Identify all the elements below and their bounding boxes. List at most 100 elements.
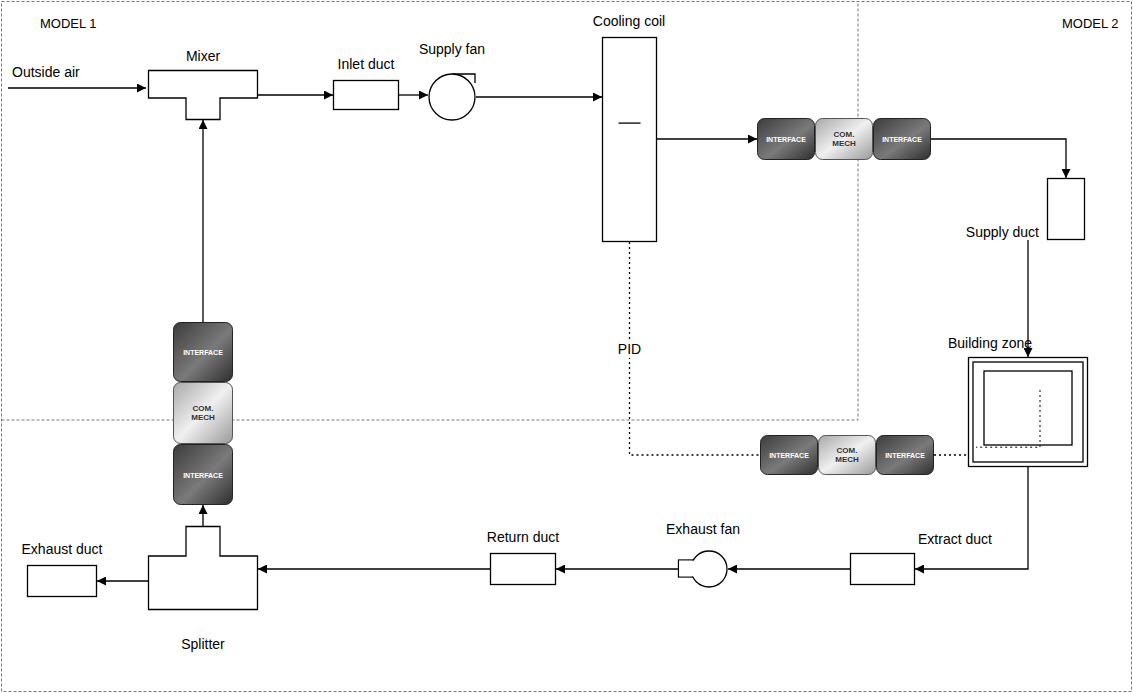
edge-label: PID: [615, 340, 644, 358]
airflow-arrow: [556, 568, 678, 569]
zone-room: [984, 371, 1072, 445]
splitter: Splitter: [148, 526, 258, 610]
fan-outline: [691, 551, 727, 587]
piece-label: INTERFACE: [183, 470, 223, 479]
fan-outlet: [679, 560, 695, 577]
connector-layer: [97, 95, 1066, 581]
airflow-arrow: [915, 467, 1028, 569]
return-duct: Return duct: [490, 553, 556, 585]
com-mech-piece: [819, 436, 876, 475]
interface-piece: [758, 119, 815, 160]
airflow-arrow: [258, 94, 333, 95]
com-mech-piece: COM. MECH: [818, 435, 876, 475]
cooling-coil: Cooling coil: [602, 37, 657, 242]
component-label: Extract duct: [918, 531, 992, 547]
piece-label: INTERFACE: [766, 135, 806, 144]
duct-outline: [334, 81, 399, 110]
signal-line: [630, 242, 761, 455]
interface-piece: [174, 445, 233, 505]
supply-fan-shape: [428, 73, 476, 121]
component-label: Cooling coil: [593, 13, 665, 29]
airflow-arrow: [202, 505, 203, 526]
component-label: Supply fan: [419, 41, 485, 57]
duct-outline: [851, 554, 915, 585]
extract-duct: Extract duct: [850, 553, 915, 585]
com-mech-piece: COM. MECH: [173, 382, 233, 444]
exhaust-duct-shape: [27, 565, 97, 597]
fan-outlet-cover: [679, 561, 695, 577]
outside-air-arrow: [8, 87, 146, 88]
coil-element: [619, 122, 641, 123]
piece-label: COM. MECH: [827, 130, 861, 148]
com-mech-piece: [174, 383, 233, 444]
airflow-arrow: [476, 96, 602, 97]
component-label: Mixer: [186, 48, 220, 64]
mixer-outline: [149, 71, 258, 120]
signal-line: [934, 454, 968, 455]
inlet-label: Outside air: [12, 64, 80, 80]
zone-wall: [973, 362, 1083, 462]
mixer: Mixer: [148, 70, 258, 120]
airflow-arrow: [728, 568, 850, 569]
interface-piece: INTERFACE: [173, 322, 233, 382]
piece-label: COM. MECH: [186, 404, 220, 422]
duct-outline: [28, 566, 97, 597]
com-mech-piece: [816, 119, 873, 160]
return-duct-shape: [490, 553, 556, 585]
airflow-arrow: [97, 580, 148, 581]
com-mech-piece: COM. MECH: [815, 118, 873, 160]
fan-outline: [429, 74, 475, 120]
extract-duct-shape: [850, 553, 915, 585]
piece-label: INTERFACE: [183, 348, 223, 357]
interface-piece: INTERFACE: [760, 435, 818, 475]
exhaust-duct: Exhaust duct: [27, 565, 97, 597]
piece-label: INTERFACE: [769, 451, 809, 460]
splitter-shape: [148, 526, 258, 610]
duct-outline: [491, 554, 556, 585]
sensor-line: [976, 390, 1040, 447]
region-label: MODEL 1: [40, 16, 97, 32]
interface-piece: [174, 323, 233, 382]
piece-label: COM. MECH: [830, 446, 864, 464]
exhaust-fan-shape: [678, 549, 728, 589]
supply-duct: Supply duct: [1047, 178, 1085, 240]
region-label: MODEL 2: [1062, 16, 1119, 32]
exhaust-fan: Exhaust fan: [678, 549, 728, 589]
piece-label: INTERFACE: [882, 135, 922, 144]
interface-piece: INTERFACE: [876, 435, 934, 475]
splitter-outline: [149, 527, 258, 610]
building-zone: Building zone: [968, 357, 1088, 467]
airflow-arrow: [657, 138, 757, 139]
component-label: Return duct: [487, 529, 559, 545]
supply-duct-shape: [1047, 178, 1085, 240]
component-label: Exhaust fan: [666, 521, 740, 537]
coil-outline: [603, 38, 657, 242]
airflow-arrow: [202, 120, 203, 322]
interface-piece: [761, 436, 818, 475]
interface-piece: [877, 436, 934, 475]
interface-piece: INTERFACE: [173, 444, 233, 505]
cooling-coil-shape: [602, 37, 657, 242]
supply-fan: Supply fan: [428, 73, 476, 121]
inlet-duct: Inlet duct: [333, 80, 399, 110]
interface-piece: INTERFACE: [873, 118, 931, 160]
piece-label: INTERFACE: [885, 451, 925, 460]
airflow-arrow: [399, 94, 428, 95]
building-zone-shape: [968, 357, 1088, 467]
mixer-shape: [148, 70, 258, 120]
interface-piece: INTERFACE: [757, 118, 815, 160]
component-label: Building zone: [948, 335, 1032, 351]
duct-outline: [1048, 179, 1085, 240]
component-label: Exhaust duct: [22, 541, 103, 557]
airflow-arrow: [931, 139, 1066, 178]
component-label: Supply duct: [966, 224, 1039, 240]
model-1-region: [2, 2, 859, 421]
airflow-arrow: [258, 568, 490, 569]
component-label: Splitter: [181, 636, 225, 652]
component-label: Inlet duct: [338, 56, 395, 72]
interface-piece: [874, 119, 931, 160]
zone-outer-wall: [969, 358, 1088, 467]
inlet-duct-shape: [333, 80, 399, 110]
